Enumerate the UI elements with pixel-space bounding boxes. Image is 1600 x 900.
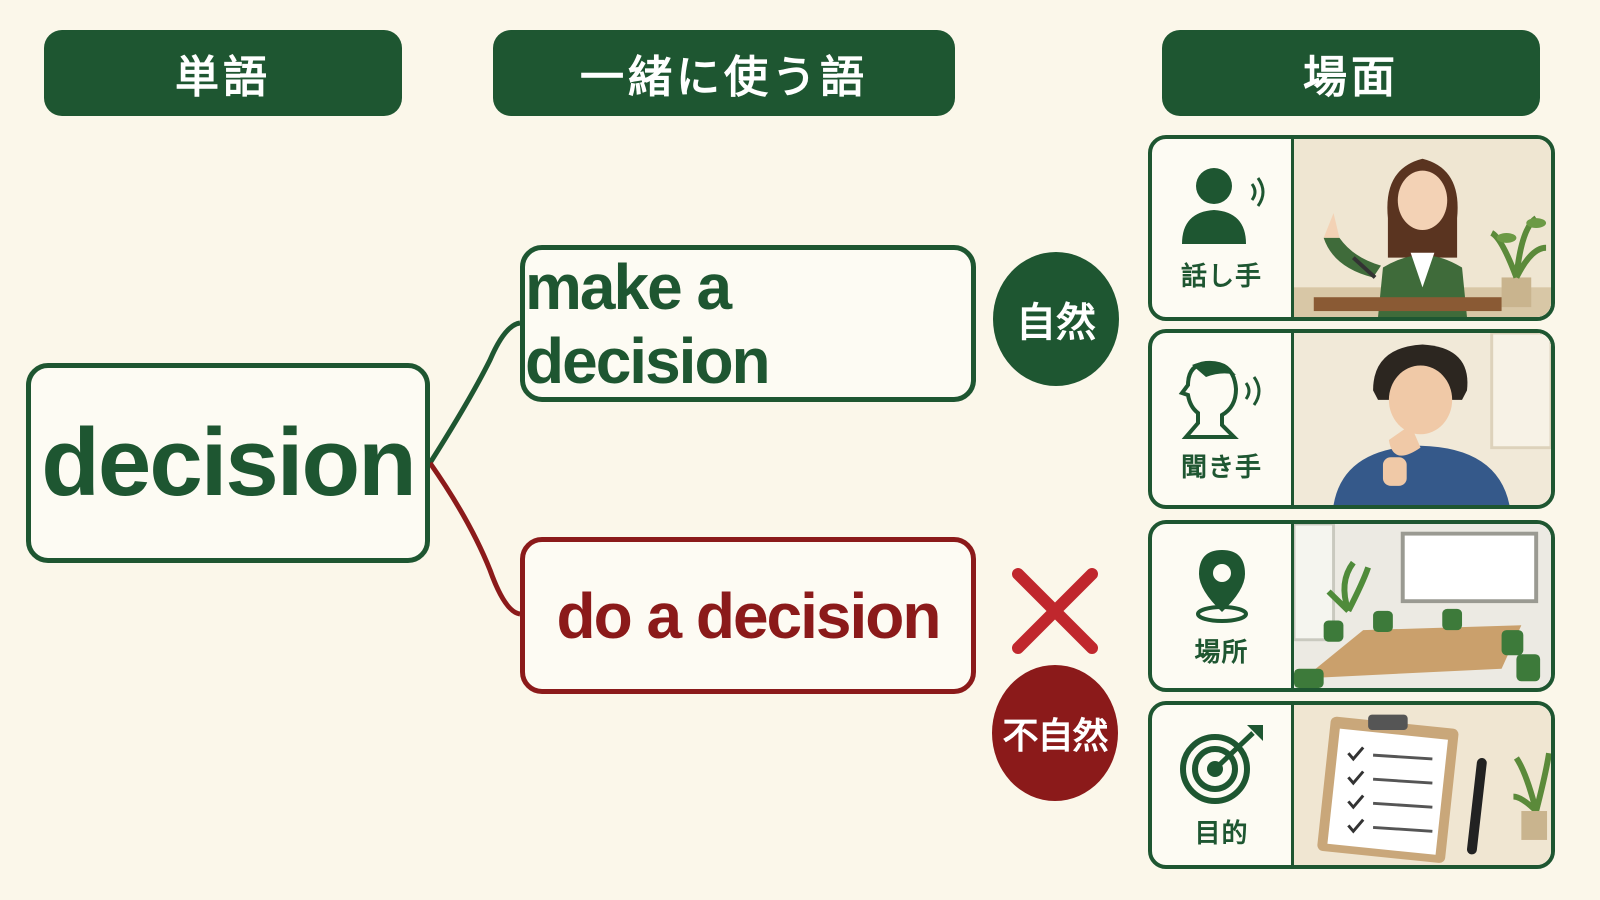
connector-unnatural — [427, 461, 521, 617]
badge-unnatural: 不自然 — [992, 665, 1118, 801]
man-listening-picture — [1294, 333, 1551, 505]
connector-natural — [427, 320, 521, 465]
scene-label-place: 場所 — [1194, 637, 1249, 668]
listener-icon — [1178, 360, 1260, 439]
clipboard-picture — [1294, 705, 1551, 865]
scene-listener-left: 聞き手 — [1152, 333, 1294, 505]
header-scene: 場面 — [1162, 30, 1540, 116]
target-icon — [1179, 724, 1263, 804]
scene-speaker-left: 話し手 — [1152, 139, 1294, 317]
word-box: decision — [26, 363, 430, 563]
scene-card-purpose: 目的 — [1148, 701, 1555, 869]
woman-speaking-picture — [1294, 139, 1551, 317]
scene-card-speaker: 話し手 — [1148, 135, 1555, 321]
header-collocation: 一緒に使う語 — [493, 30, 955, 116]
scene-label-speaker: 話し手 — [1180, 261, 1262, 292]
scene-label-purpose: 目的 — [1194, 818, 1249, 849]
meeting-room-picture — [1294, 524, 1551, 688]
scene-label-listener: 聞き手 — [1180, 452, 1262, 483]
location-pin-icon — [1195, 549, 1248, 623]
collocation-unnatural: do a decision — [520, 537, 976, 694]
cross-icon — [1012, 568, 1098, 654]
speaker-icon — [1181, 167, 1264, 244]
scene-card-listener: 聞き手 — [1148, 329, 1555, 509]
badge-natural: 自然 — [993, 252, 1119, 386]
scene-card-place: 場所 — [1148, 520, 1555, 692]
collocation-natural: make a decision — [520, 245, 976, 402]
scene-purpose-left: 目的 — [1152, 705, 1294, 865]
header-word: 単語 — [44, 30, 402, 116]
scene-place-left: 場所 — [1152, 524, 1294, 688]
